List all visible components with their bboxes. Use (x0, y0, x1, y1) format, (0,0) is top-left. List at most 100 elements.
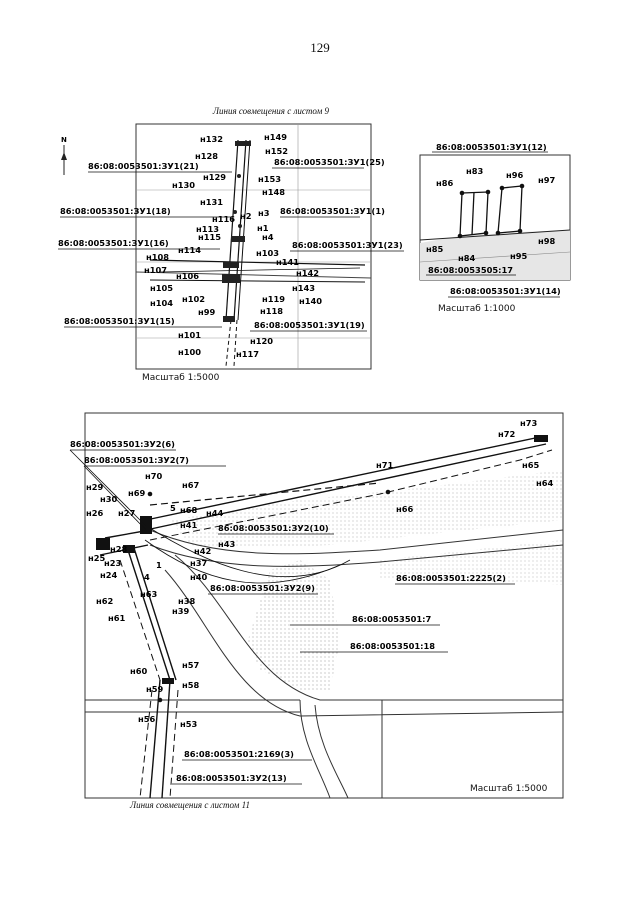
map3-frame (84, 412, 564, 799)
label-c18: 86:08:0053501:18 (350, 641, 435, 651)
point-n128: н128 (195, 151, 218, 161)
point-4: 4 (144, 572, 150, 582)
label-zu1-14: 86:08:0053501:ЗУ1(14) (450, 286, 561, 296)
map3-corridor (99, 436, 553, 799)
label-zu1-16: 86:08:0053501:ЗУ1(16) (58, 238, 169, 248)
point-n63: н63 (140, 589, 158, 599)
map3-scale: Масштаб 1:5000 (470, 784, 548, 794)
map1-caption: Линия совмещения с листом 9 (212, 106, 330, 116)
point-n143: н143 (292, 283, 315, 293)
map1-scale: Масштаб 1:5000 (142, 373, 220, 383)
page-number: 129 (310, 40, 330, 55)
point-n44: н44 (206, 508, 224, 518)
label-2225: 86:08:0053501:2225(2) (396, 573, 506, 583)
label-zu1-15: 86:08:0053501:ЗУ1(15) (64, 316, 175, 326)
point-n148: н148 (262, 187, 285, 197)
point-n3: н3 (258, 208, 270, 218)
north-label: N (61, 136, 67, 144)
map1-frame (135, 123, 372, 370)
point-n57: н57 (182, 660, 200, 670)
point-n132: н132 (200, 134, 223, 144)
label-c7: 86:08:0053501:7 (352, 614, 431, 624)
point-1: 1 (156, 560, 162, 570)
point-n106: н106 (176, 271, 199, 281)
label-zu1-25: 86:08:0053501:ЗУ1(25) (274, 157, 385, 167)
label-zu1-21: 86:08:0053501:ЗУ1(21) (88, 161, 199, 171)
point-n59: н59 (146, 684, 164, 694)
point-n84: н84 (458, 253, 476, 263)
point-n96: н96 (506, 170, 524, 180)
point-n71: н71 (376, 460, 394, 470)
point-n62: н62 (96, 596, 114, 606)
point-n40: н40 (190, 572, 208, 582)
point-n102: н102 (182, 294, 205, 304)
point-n97: н97 (538, 175, 556, 185)
point-n39: н39 (172, 606, 190, 616)
point-n23: н23 (104, 558, 122, 568)
point-n24: н24 (100, 570, 118, 580)
point-n104: н104 (150, 298, 173, 308)
map3-caption: Линия совмещения с листом 11 (130, 800, 250, 810)
label-zu2-9: 86:08:0053501:ЗУ2(9) (210, 583, 315, 593)
label-zu1-19: 86:08:0053501:ЗУ1(19) (254, 320, 365, 330)
point-n69: н69 (128, 488, 146, 498)
dotted-area-2225 (380, 540, 563, 585)
point-n105: н105 (150, 283, 173, 293)
point-n85: н85 (426, 244, 444, 254)
point-n68: н68 (180, 505, 198, 515)
label-zu1-1: 86:08:0053501:ЗУ1(1) (280, 206, 385, 216)
label-zu2-6: 86:08:0053501:ЗУ2(6) (70, 439, 175, 449)
point-n64: н64 (536, 478, 554, 488)
label-zu1-18: 86:08:0053501:ЗУ1(18) (60, 206, 171, 216)
point-n4: н4 (262, 232, 274, 242)
point-n108: н108 (146, 252, 169, 262)
point-n129: н129 (203, 172, 226, 182)
map1-corridor (149, 139, 366, 367)
point-n67: н67 (182, 480, 200, 490)
label-zu1-23: 86:08:0053501:ЗУ1(23) (292, 240, 403, 250)
point-n26: н26 (86, 508, 104, 518)
point-n95: н95 (510, 251, 528, 261)
label-zu2-7: 86:08:0053501:ЗУ2(7) (84, 455, 189, 465)
point-n73: н73 (520, 418, 538, 428)
point-n152: н152 (265, 146, 288, 156)
label-zu1-12: 86:08:0053501:ЗУ1(12) (436, 142, 547, 152)
point-n60: н60 (130, 666, 148, 676)
point-n25: н25 (88, 553, 106, 563)
point-n130: н130 (172, 180, 195, 190)
point-n114: н114 (178, 245, 201, 255)
point-n37: н37 (190, 558, 208, 568)
point-5: 5 (170, 503, 176, 513)
point-n149: н149 (264, 132, 287, 142)
point-n70: н70 (145, 471, 163, 481)
point-n103: н103 (256, 248, 279, 258)
point-n38: н38 (178, 596, 196, 606)
label-p17: 86:08:0053505:17 (428, 265, 513, 275)
dotted-area-north (170, 470, 563, 548)
point-n29: н29 (86, 482, 104, 492)
point-n28: н28 (110, 544, 128, 554)
point-n27: н27 (118, 508, 136, 518)
label-zu2-10: 86:08:0053501:ЗУ2(10) (218, 523, 329, 533)
label-2169: 86:08:0053501:2169(3) (184, 749, 294, 759)
point-n120: н120 (250, 336, 273, 346)
point-n117: н117 (236, 349, 259, 359)
point-n83: н83 (466, 166, 484, 176)
point-n61: н61 (108, 613, 126, 623)
point-n1: н1 (257, 223, 269, 233)
point-n140: н140 (299, 296, 322, 306)
point-n58: н58 (182, 680, 200, 690)
map2-shaded-area (420, 230, 570, 280)
point-n141: н141 (276, 257, 299, 267)
point-n30: н30 (100, 494, 118, 504)
point-n113: н113 (196, 224, 219, 234)
point-n153: н153 (258, 174, 281, 184)
point-n99: н99 (198, 307, 216, 317)
point-n115: н115 (198, 232, 221, 242)
point-n42: н42 (194, 546, 212, 556)
north-arrow-icon: N (61, 136, 67, 175)
label-zu2-13: 86:08:0053501:ЗУ2(13) (176, 773, 287, 783)
point-n107: н107 (144, 265, 167, 275)
